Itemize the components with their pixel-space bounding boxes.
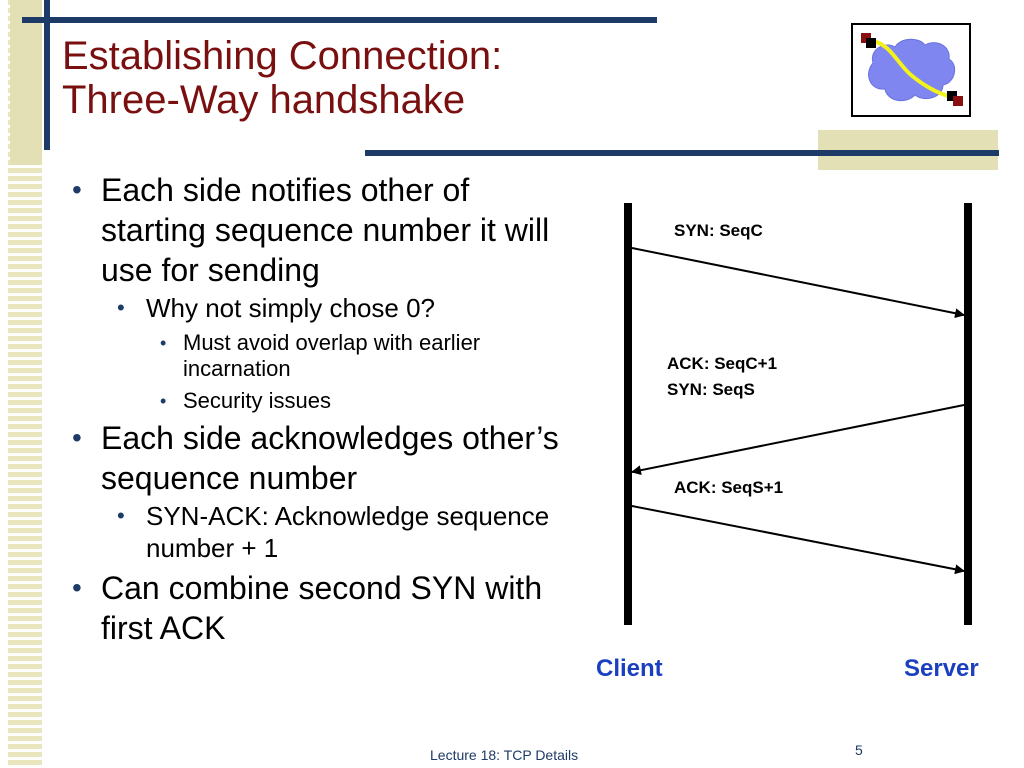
- bullet-2-1: SYN-ACK: Acknowledge sequence number + 1: [62, 500, 582, 564]
- footer-text: Lecture 18: TCP Details: [430, 747, 579, 763]
- title-underline-rule: [365, 150, 999, 156]
- server-label: Server: [904, 655, 979, 682]
- bullet-2-text: Each side acknowledges other’s sequence …: [101, 420, 559, 496]
- bullet-1-1-sublist: Must avoid overlap with earlier incarnat…: [146, 330, 582, 414]
- syn-arrow: [631, 247, 965, 319]
- bullet-1-1-2: Security issues: [62, 388, 582, 414]
- bullet-1-sublist: Why not simply chose 0? Must avoid overl…: [101, 292, 582, 414]
- handshake-diagram: SYN: SeqC ACK: SeqC+1 SYN: SeqS ACK: Seq…: [596, 203, 979, 682]
- bullet-1: Each side notifies other of starting seq…: [62, 170, 582, 414]
- bullet-2-sublist: SYN-ACK: Acknowledge sequence number + 1: [101, 500, 582, 564]
- bullet-1-text: Each side notifies other of starting seq…: [101, 172, 550, 288]
- msg-syn2-label: SYN: SeqS: [667, 380, 755, 399]
- ack-arrow: [631, 505, 965, 575]
- bullet-3: Can combine second SYN with first ACK: [62, 568, 582, 648]
- msg-syn-label: SYN: SeqC: [674, 221, 763, 240]
- bullet-2: Each side acknowledges other’s sequence …: [62, 418, 582, 564]
- slide-title: Establishing Connection: Three-Way hands…: [62, 34, 502, 122]
- bullet-1-1-1: Must avoid overlap with earlier incarnat…: [62, 330, 582, 382]
- network-cloud-icon: [851, 23, 971, 117]
- title-line-2: Three-Way handshake: [62, 78, 466, 122]
- msg-ack2-label: ACK: SeqS+1: [674, 478, 783, 497]
- bullet-1-1-text: Why not simply chose 0?: [146, 293, 436, 323]
- title-line-1: Establishing Connection:: [62, 34, 503, 78]
- top-rule: [22, 17, 657, 23]
- page-number: 5: [855, 742, 863, 758]
- bullet-list: Each side notifies other of starting seq…: [62, 170, 582, 652]
- left-accent-block: [10, 0, 42, 165]
- msg-ack-label: ACK: SeqC+1: [667, 354, 777, 373]
- syn-ack-arrow: [631, 404, 965, 476]
- left-dark-rule: [44, 0, 50, 150]
- client-label: Client: [596, 655, 663, 682]
- bullet-1-1: Why not simply chose 0? Must avoid overl…: [62, 292, 582, 414]
